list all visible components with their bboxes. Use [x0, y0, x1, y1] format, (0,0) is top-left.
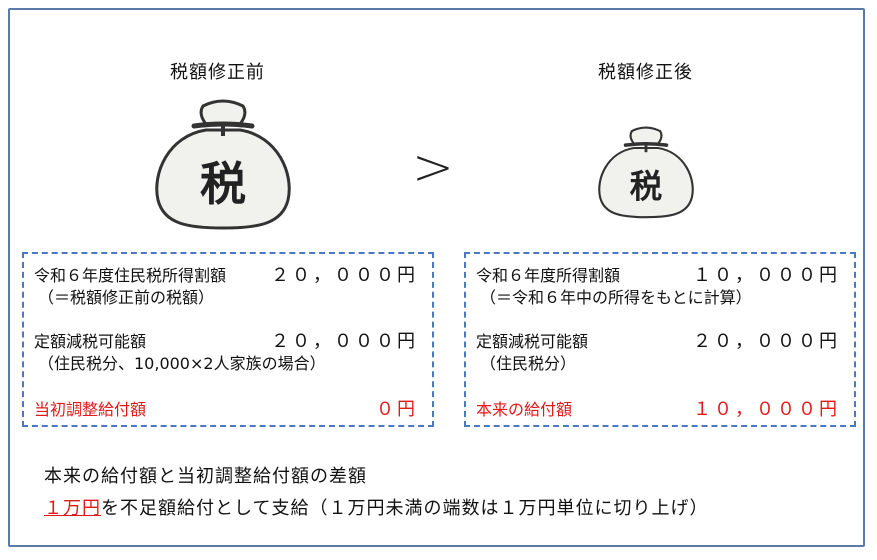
before-bag-label: 税 — [200, 157, 246, 211]
before-line2-label: 定額減税可能額 — [34, 332, 147, 351]
before-line1-note: （＝税額修正前の税額） — [38, 288, 215, 307]
summary-line1: 本来の給付額と当初調整給付額の差額 — [44, 466, 367, 487]
after-line1-label: 令和６年度所得割額 — [476, 266, 621, 285]
after-line1-note: （＝令和６年中の所得をもとに計算） — [480, 288, 752, 307]
before-line1-label: 令和６年度住民税所得割額 — [34, 266, 227, 285]
summary-line2: １万円を不足額給付として支給（１万円未満の端数は１万円単位に切り上げ） — [44, 494, 708, 520]
after-title: 税額修正後 — [598, 62, 693, 83]
before-line1-amount: ２０，０００円 — [271, 265, 418, 286]
before-box: 令和６年度住民税所得割額 ２０，０００円 （＝税額修正前の税額） 定額減税可能額… — [22, 252, 434, 427]
before-line3-amount: ０円 — [376, 399, 418, 420]
after-line3-label: 本来の給付額 — [476, 400, 573, 419]
diagram-frame — [8, 8, 865, 547]
before-line2-amount: ２０，０００円 — [271, 331, 418, 352]
before-line2-note: （住民税分、10,000×2人家族の場合） — [38, 354, 326, 373]
before-title: 税額修正前 — [170, 62, 265, 83]
summary-line2-rest: を不足額給付として支給（１万円未満の端数は１万円単位に切り上げ） — [101, 498, 709, 519]
money-bag-icon: 税 — [155, 99, 291, 230]
before-line3-label: 当初調整給付額 — [34, 400, 147, 419]
after-box: 令和６年度所得割額 １０，０００円 （＝令和６年中の所得をもとに計算） 定額減税… — [464, 252, 856, 427]
comparison-greater-than: > — [412, 138, 454, 196]
money-bag-icon: 税 — [598, 126, 694, 219]
summary-amount: １万円 — [44, 498, 101, 519]
after-line1-amount: １０，０００円 — [693, 265, 840, 286]
after-line2-note: （住民税分） — [480, 354, 577, 373]
after-bag-label: 税 — [630, 167, 662, 205]
after-line3-amount: １０，０００円 — [693, 399, 840, 420]
after-line2-label: 定額減税可能額 — [476, 332, 589, 351]
after-line2-amount: ２０，０００円 — [693, 331, 840, 352]
